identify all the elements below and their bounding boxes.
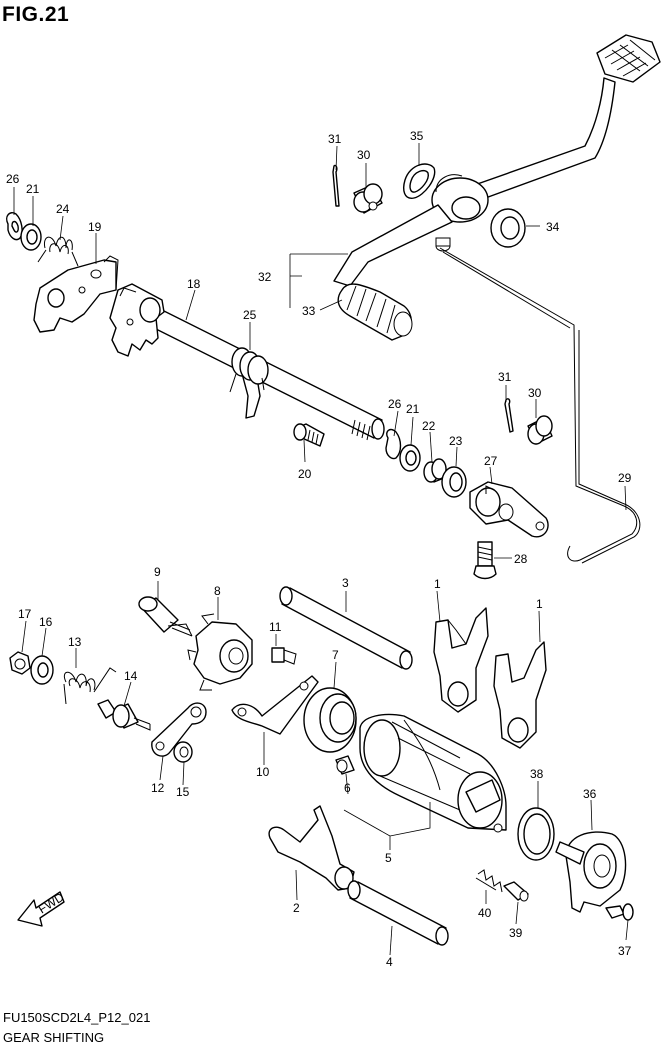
- callout-28[interactable]: 28: [514, 552, 528, 566]
- callout-22[interactable]: 22: [422, 419, 436, 433]
- callout-18[interactable]: 18: [187, 277, 201, 291]
- callout-31-b[interactable]: 31: [498, 370, 512, 384]
- gear-shift-cam-5[interactable]: [359, 713, 507, 833]
- forward-direction-arrow: FWD: [17, 890, 67, 927]
- callout-16[interactable]: 16: [39, 615, 53, 629]
- stopper-pin-14[interactable]: [97, 699, 151, 731]
- callout-12[interactable]: 12: [151, 781, 165, 795]
- callout-9[interactable]: 9: [154, 565, 161, 579]
- callout-17[interactable]: 17: [18, 607, 32, 621]
- fork-shaft-3[interactable]: [279, 586, 413, 670]
- screw-37[interactable]: [605, 903, 634, 921]
- callout-10[interactable]: 10: [256, 765, 270, 779]
- washer-16[interactable]: [30, 655, 54, 685]
- figure-title: FIG.21: [2, 3, 70, 26]
- shift-switch-36[interactable]: [555, 831, 627, 913]
- seal-ring-35[interactable]: [403, 163, 436, 199]
- callout-7[interactable]: 7: [332, 648, 339, 662]
- callout-40[interactable]: 40: [478, 906, 492, 920]
- nut-17[interactable]: [9, 651, 31, 675]
- circlip-upper[interactable]: [6, 212, 23, 241]
- callout-6[interactable]: 6: [344, 781, 351, 795]
- callout-4[interactable]: 4: [386, 955, 393, 969]
- callout-1-a[interactable]: 1: [434, 577, 441, 591]
- callout-19[interactable]: 19: [88, 220, 102, 234]
- cotter-pin-upper[interactable]: [332, 164, 340, 207]
- oil-seal-23[interactable]: [441, 466, 467, 498]
- washer-lower[interactable]: [399, 444, 421, 472]
- bolt-11[interactable]: [271, 647, 297, 665]
- washer-34[interactable]: [490, 208, 526, 248]
- callout-26-b[interactable]: 26: [388, 397, 402, 411]
- shaft-spring-25[interactable]: [229, 347, 269, 393]
- callout-3[interactable]: 3: [342, 576, 349, 590]
- leader-lines: [13, 143, 629, 956]
- callout-39[interactable]: 39: [509, 926, 523, 940]
- cam-stopper-arm-12[interactable]: [151, 702, 207, 757]
- shift-cam-plate-19[interactable]: [33, 255, 119, 333]
- fork-shaft-4[interactable]: [347, 880, 449, 946]
- bolt-28[interactable]: [473, 541, 497, 580]
- callout-30-a[interactable]: 30: [357, 148, 371, 162]
- callout-20[interactable]: 20: [298, 467, 312, 481]
- gear-shift-fork-2[interactable]: [268, 805, 355, 891]
- plunger-39[interactable]: [503, 881, 529, 902]
- cam-driven-gear-8[interactable]: [187, 613, 253, 691]
- callout-31-a[interactable]: 31: [328, 132, 342, 146]
- callout-36[interactable]: 36: [583, 787, 597, 801]
- callout-34[interactable]: 34: [546, 220, 560, 234]
- callout-14[interactable]: 14: [124, 669, 138, 683]
- cam-stopper-plate-10[interactable]: [231, 675, 319, 735]
- return-spring-upper[interactable]: [37, 236, 79, 267]
- o-ring-38[interactable]: [517, 807, 555, 861]
- cam-pin-6[interactable]: [335, 755, 355, 775]
- bushing-lower[interactable]: [527, 415, 553, 445]
- callout-labels: 1 1 2 3 4 5 6 7 8 9 10 11 12 13 14 15 16…: [6, 129, 632, 969]
- spring-40[interactable]: [475, 869, 503, 893]
- spring-13[interactable]: [63, 667, 117, 705]
- callout-29[interactable]: 29: [618, 471, 632, 485]
- washer-upper[interactable]: [20, 223, 42, 251]
- callout-11[interactable]: 11: [269, 620, 282, 634]
- callout-33[interactable]: 33: [302, 304, 316, 318]
- bolt-20[interactable]: [293, 423, 325, 447]
- callout-32[interactable]: 32: [258, 270, 272, 284]
- callout-25[interactable]: 25: [243, 308, 257, 322]
- callout-24[interactable]: 24: [56, 202, 70, 216]
- callout-13[interactable]: 13: [68, 635, 82, 649]
- gear-shift-fork-1a[interactable]: [433, 607, 489, 713]
- callout-1-b[interactable]: 1: [536, 597, 543, 611]
- callout-21-a[interactable]: 21: [26, 182, 40, 196]
- cotter-pin-lower[interactable]: [504, 398, 514, 433]
- callout-23[interactable]: 23: [449, 434, 463, 448]
- callout-26-a[interactable]: 26: [6, 172, 20, 186]
- callout-27[interactable]: 27: [484, 454, 498, 468]
- figure-caption: GEAR SHIFTING: [3, 1030, 105, 1045]
- cam-stopper-pin-9[interactable]: [138, 596, 193, 637]
- bearing-7[interactable]: [303, 687, 357, 753]
- shift-lever-27[interactable]: [469, 481, 549, 538]
- bearing-22[interactable]: [423, 458, 447, 483]
- callout-5[interactable]: 5: [385, 851, 392, 865]
- gear-shift-fork-1b[interactable]: [493, 641, 547, 749]
- callout-15[interactable]: 15: [176, 785, 190, 799]
- callout-21-b[interactable]: 21: [406, 402, 420, 416]
- gear-shift-pedal[interactable]: [333, 34, 661, 287]
- footrest-rubber[interactable]: [337, 283, 413, 341]
- callout-38[interactable]: 38: [530, 767, 544, 781]
- model-code: FU150SCD2L4_P12_021: [3, 1010, 151, 1025]
- callout-35[interactable]: 35: [410, 129, 424, 143]
- callout-8[interactable]: 8: [214, 584, 221, 598]
- bushing-upper[interactable]: [353, 183, 383, 214]
- washer-15[interactable]: [173, 741, 193, 763]
- shift-link-rod[interactable]: [439, 247, 641, 564]
- callout-30-b[interactable]: 30: [528, 386, 542, 400]
- callout-37[interactable]: 37: [618, 944, 632, 958]
- fwd-label: FWD: [36, 890, 67, 917]
- circlip-lower[interactable]: [385, 428, 402, 460]
- callout-2[interactable]: 2: [293, 901, 300, 915]
